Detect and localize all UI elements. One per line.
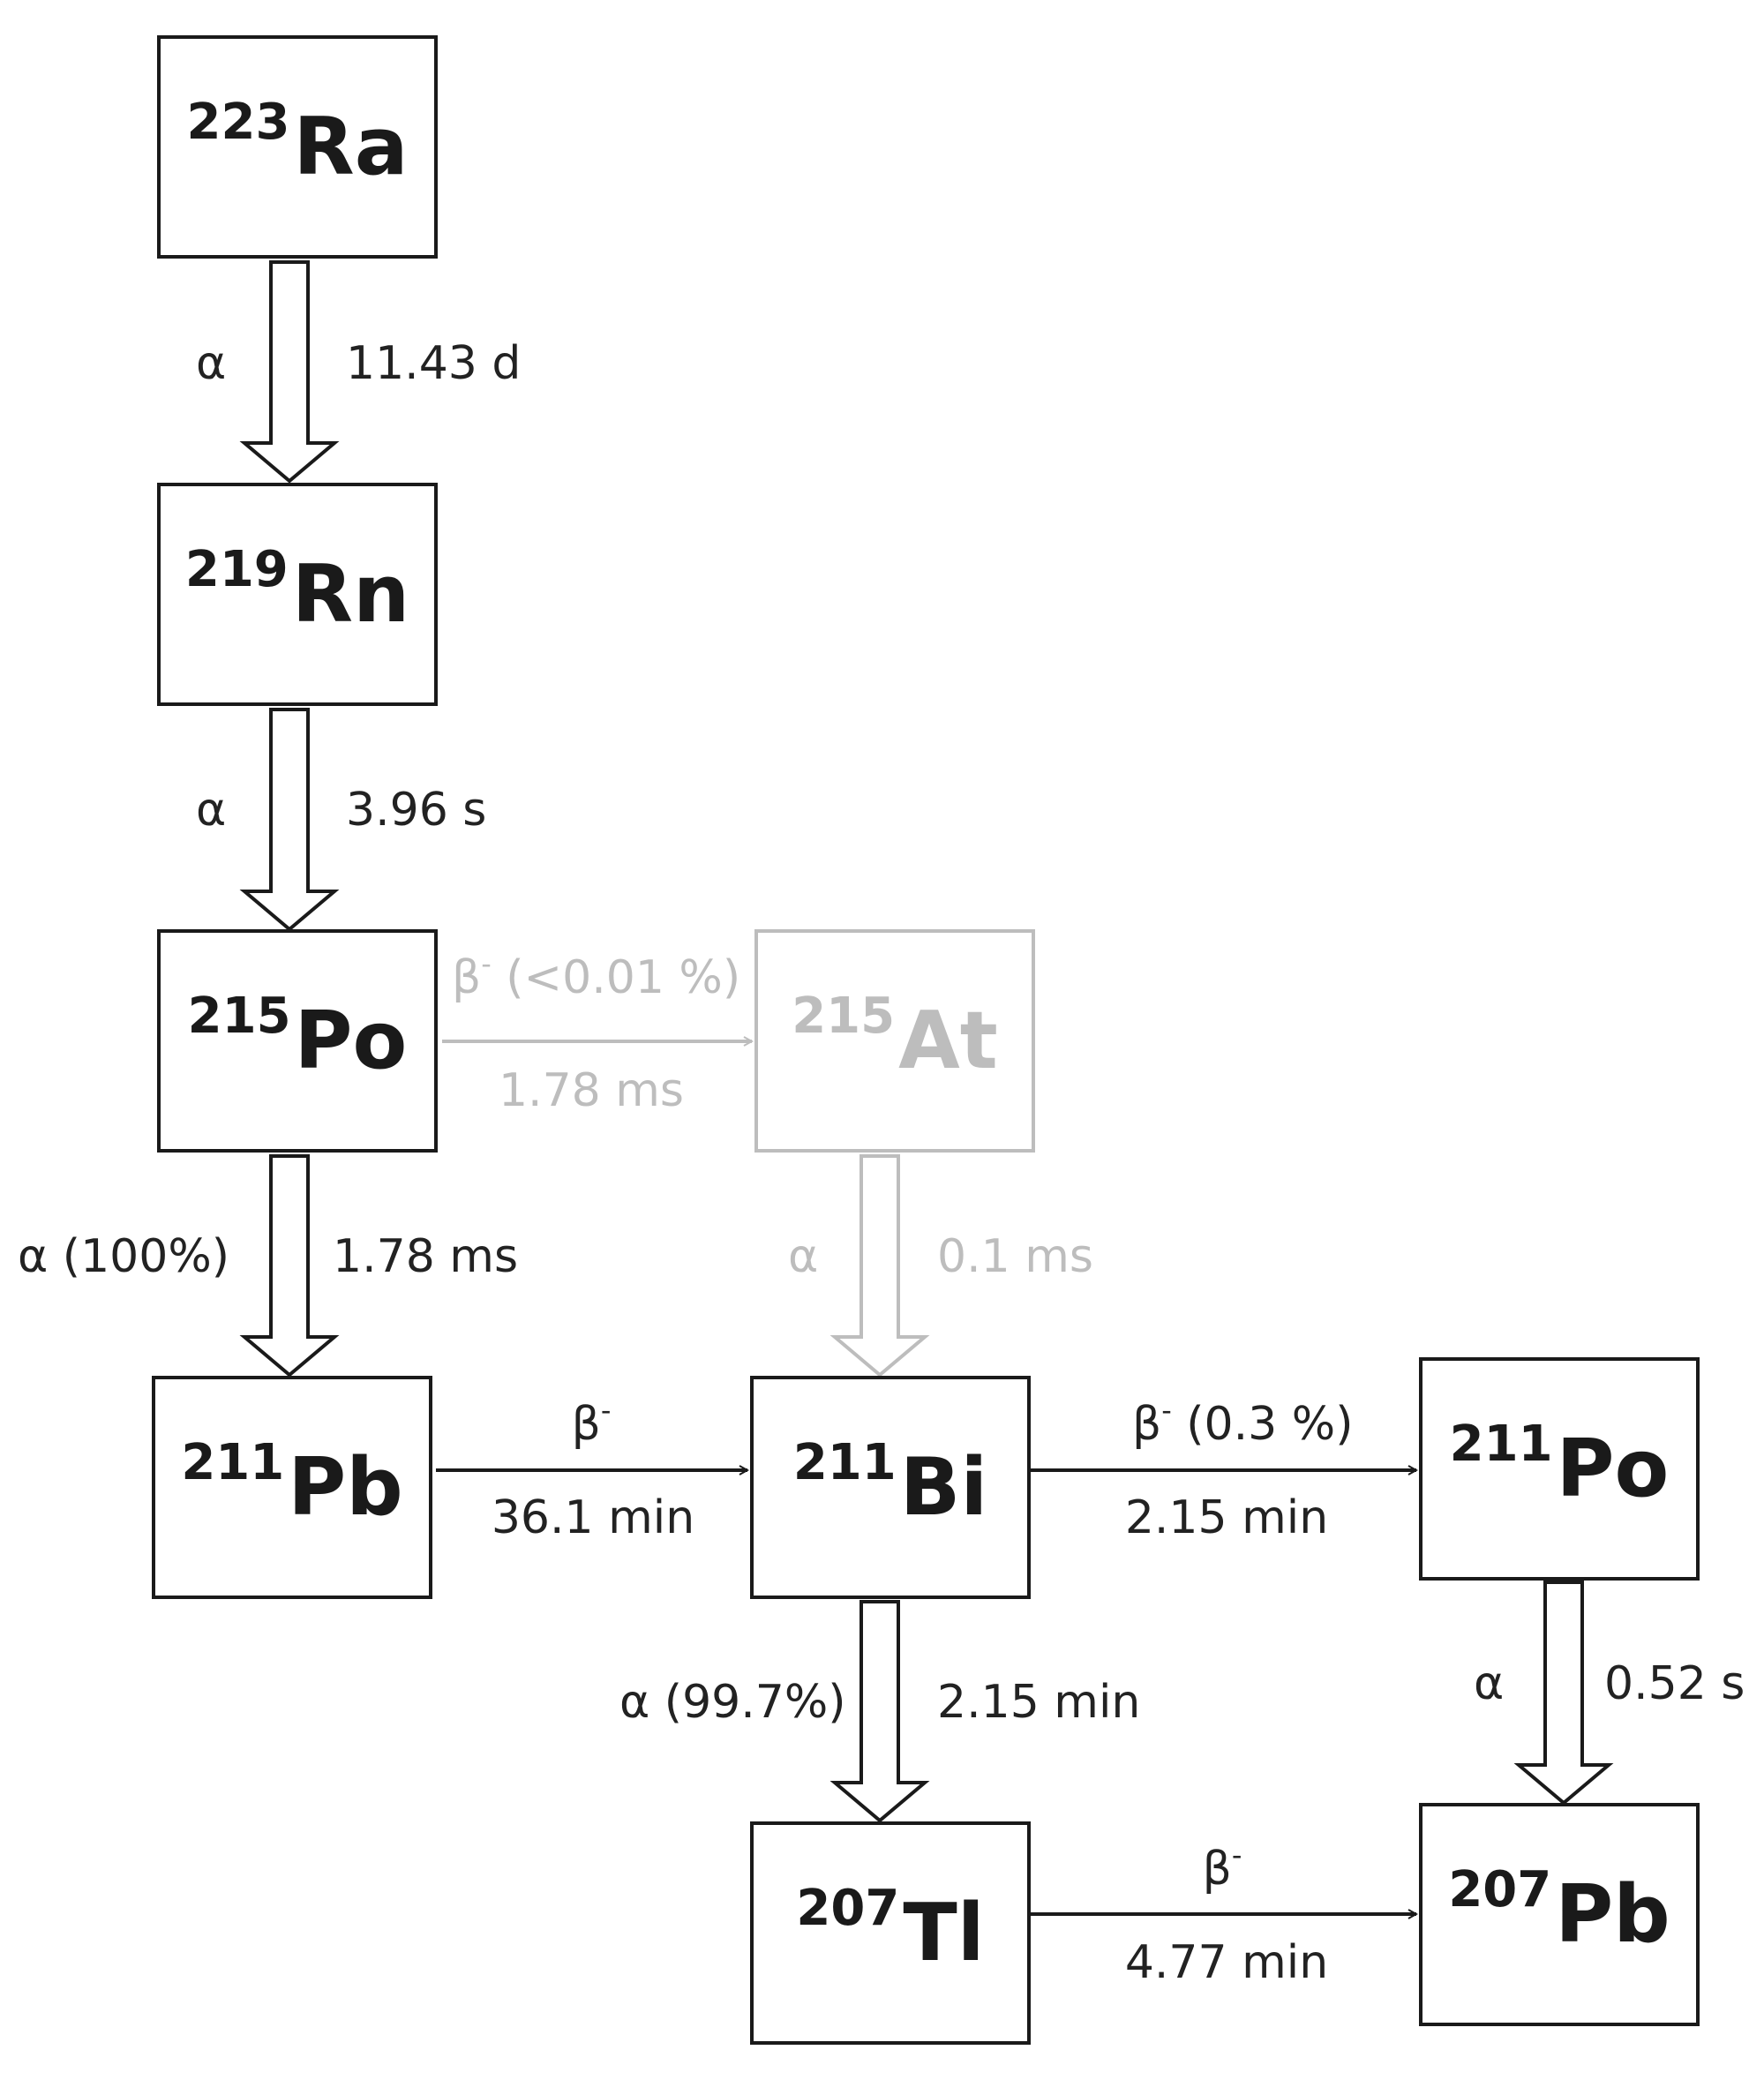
decay-mode-tl-pb: β-	[1202, 1838, 1242, 1896]
arrow-bi-tl	[829, 1600, 930, 1823]
arrow-ra-rn	[239, 260, 340, 484]
halflife-po-pbf: 0.52 s	[1604, 1657, 1745, 1710]
decay-mode-po-pbf: α	[1474, 1657, 1505, 1710]
halflife-tl-pb: 4.77 min	[1124, 1936, 1329, 1989]
element-symbol: Po	[1556, 1423, 1670, 1515]
decay-mode-pb-bi: β-	[571, 1393, 612, 1451]
halflife-po-pb: 1.78 ms	[333, 1230, 519, 1283]
element-symbol: Bi	[899, 1441, 988, 1534]
element-symbol: Po	[294, 995, 408, 1087]
mass-number: 211	[1449, 1415, 1553, 1473]
halflife-bi-tl: 2.15 min	[937, 1676, 1141, 1729]
element-symbol: At	[898, 995, 998, 1087]
mass-number: 223	[186, 94, 290, 151]
element-symbol: Tl	[903, 1887, 985, 1979]
halflife-pb-bi: 36.1 min	[491, 1491, 695, 1544]
mass-number: 207	[1448, 1861, 1552, 1919]
arrow-at-bi	[829, 1154, 930, 1378]
element-symbol: Ra	[293, 101, 409, 193]
decay-mode-bi-po: β- (0.3 %)	[1132, 1393, 1354, 1451]
mass-number: 211	[792, 1434, 897, 1491]
halflife-po-at: 1.78 ms	[498, 1064, 685, 1117]
decay-mode-bi-tl: α (99.7%)	[619, 1676, 846, 1729]
decay-mode-at-bi: α	[788, 1230, 819, 1283]
arrow-po-pbf	[1513, 1581, 1614, 1806]
arrow-po-pb	[239, 1154, 340, 1378]
mass-number: 215	[792, 987, 896, 1045]
element-symbol: Pb	[288, 1441, 403, 1534]
mass-number: 211	[181, 1434, 285, 1491]
decay-mode-po-at: β- (<0.01 %)	[452, 947, 741, 1004]
halflife-bi-po: 2.15 min	[1124, 1491, 1329, 1544]
element-symbol: Pb	[1555, 1868, 1670, 1961]
mass-number: 219	[184, 541, 289, 598]
decay-mode-po-pb: α (100%)	[18, 1230, 230, 1283]
decay-mode-ra-rn: α	[196, 337, 227, 390]
halflife-at-bi: 0.1 ms	[937, 1230, 1093, 1283]
arrow-rn-po	[239, 708, 340, 932]
decay-mode-rn-po: α	[196, 784, 227, 837]
halflife-rn-po: 3.96 s	[346, 784, 487, 837]
halflife-ra-rn: 11.43 d	[346, 337, 522, 390]
mass-number: 207	[796, 1880, 900, 1937]
element-symbol: Rn	[291, 548, 410, 641]
mass-number: 215	[187, 987, 291, 1045]
